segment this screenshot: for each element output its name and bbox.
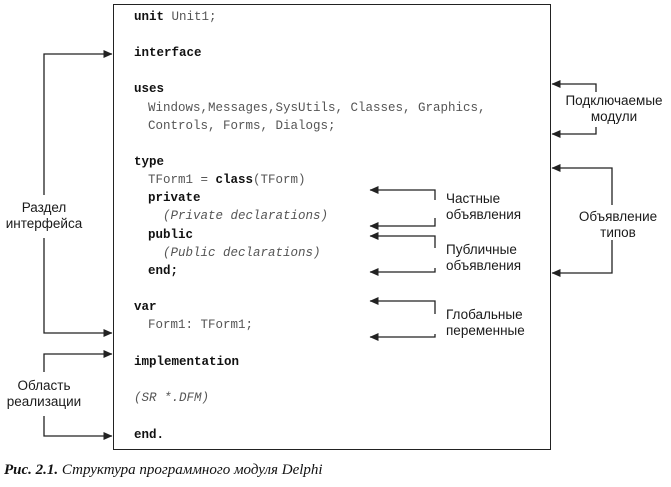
label-public-line2: объявления (446, 258, 522, 273)
label-private-line1: Частные (446, 191, 501, 206)
code-line-type: type (134, 155, 165, 169)
label-interface-line2: интерфейса (5, 216, 83, 231)
arrow-interface-top (43, 50, 113, 195)
code-line-interface: interface (134, 46, 202, 60)
label-global-variables: Глобальные переменные (446, 307, 542, 339)
class-name: TForm1 = (148, 173, 216, 187)
label-private-line2: объявления (446, 207, 522, 222)
label-modules-line2: модули (590, 109, 638, 124)
label-modules-line1: Подключаемые (565, 93, 663, 108)
code-line-uses: uses (134, 82, 165, 96)
arrow-implementation-bottom (43, 416, 113, 440)
code-line-end-unit: end. (134, 428, 165, 442)
code-line-var: var (134, 300, 157, 314)
unit-name: Unit1; (164, 10, 217, 24)
label-private-declarations: Частные объявления (446, 191, 534, 223)
caption-prefix: Рис. 2.1. (4, 462, 59, 478)
label-global-line2: переменные (446, 323, 525, 338)
arrow-modules-top (551, 80, 597, 92)
arrow-types-top (551, 164, 613, 205)
label-interface-line1: Раздел (21, 200, 67, 215)
label-implementation-line2: реализации (6, 394, 82, 409)
code-line-directive: (SR *.DFM) (134, 391, 210, 405)
code-line-uses-list-2: Controls, Forms, Dialogs; (148, 119, 336, 133)
figure-caption: Рис. 2.1. Структура программного модуля … (4, 462, 323, 479)
label-types-line2: типов (600, 225, 636, 240)
code-line-form-var: Form1: TForm1; (148, 318, 254, 332)
code-line-private: private (148, 191, 201, 205)
label-types-line1: Объявление (578, 209, 658, 224)
keyword-class: class (215, 173, 254, 187)
arrow-types-bottom (551, 240, 613, 277)
label-public-declarations: Публичные объявления (446, 242, 534, 274)
code-listing-box (113, 4, 551, 450)
code-line-end-class: end; (148, 264, 179, 278)
label-implementation-area: Область реализации (3, 378, 85, 410)
arrow-implementation-top (43, 350, 113, 372)
label-implementation-line1: Область (17, 378, 71, 393)
code-line-class-decl: TForm1 = class(TForm) (148, 172, 306, 188)
label-global-line1: Глобальные (446, 307, 523, 322)
code-line-public: public (148, 228, 194, 242)
label-public-line1: Публичные (446, 242, 517, 257)
arrow-interface-bottom (43, 238, 113, 337)
code-line-implementation: implementation (134, 355, 240, 369)
code-line-private-comment: (Private declarations) (163, 209, 329, 223)
arrow-modules-bottom (551, 127, 597, 138)
label-included-modules: Подключаемые модули (560, 93, 668, 125)
code-line-public-comment: (Public declarations) (163, 246, 321, 260)
label-type-declaration: Объявление типов (570, 209, 666, 241)
label-interface-section: Раздел интерфейса (3, 200, 85, 232)
caption-text: Структура программного модуля Delphi (58, 462, 323, 478)
code-line-uses-list-1: Windows,Messages,SysUtils, Classes, Grap… (148, 101, 486, 115)
keyword-unit: unit (134, 10, 165, 24)
class-parent: (TForm) (253, 173, 306, 187)
code-line-unit: unit Unit1; (134, 9, 217, 25)
